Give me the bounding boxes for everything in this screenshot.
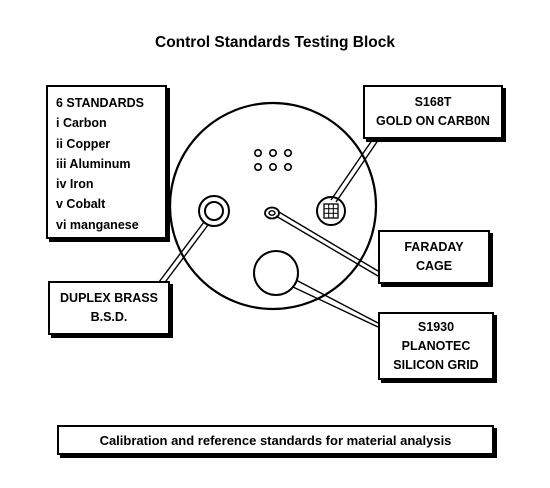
standard-item-iron: iv Iron: [56, 177, 94, 192]
caption-box: Calibration and reference standards for …: [57, 425, 494, 455]
faraday-line2: CAGE: [415, 259, 453, 273]
s168t-description: GOLD ON CARB0N: [376, 114, 490, 128]
faraday-line1: FARADAY: [404, 240, 464, 254]
s168t-grid-sample: [316, 196, 346, 226]
testing-block-disc: [168, 101, 378, 311]
s1930-line3: SILICON GRID: [393, 357, 479, 372]
duplex-brass-holder: [198, 195, 230, 227]
s1930-line2: PLANOTEC: [401, 338, 471, 353]
s168t-label-box: S168T GOLD ON CARB0N: [363, 85, 503, 139]
standard-item-manganese: vi manganese: [56, 217, 139, 232]
six-standards-box: 6 STANDARDS i Carbon ii Copper iii Alumi…: [46, 85, 167, 239]
s168t-code: S168T: [414, 95, 452, 109]
faraday-cage: [264, 206, 280, 220]
standards-heading: 6 STANDARDS: [56, 96, 144, 110]
s1930-label-box: S1930 PLANOTEC SILICON GRID: [378, 312, 494, 380]
s1930-sample: [253, 250, 299, 296]
leader-lines: [152, 132, 382, 328]
caption-text: Calibration and reference standards for …: [99, 432, 452, 448]
standard-item-cobalt: v Cobalt: [56, 197, 106, 212]
s1930-code: S1930: [417, 319, 455, 334]
brass-line2: B.S.D.: [90, 310, 128, 324]
faraday-cage-label-box: FARADAY CAGE: [378, 230, 490, 284]
diagram-title: Control Standards Testing Block: [155, 34, 395, 51]
standards-holes: [254, 149, 292, 172]
duplex-brass-label-box: DUPLEX BRASS B.S.D.: [48, 281, 170, 335]
standard-item-aluminum: iii Aluminum: [56, 156, 131, 171]
standard-item-carbon: i Carbon: [56, 116, 107, 131]
brass-line1: DUPLEX BRASS: [60, 291, 158, 305]
standard-item-copper: ii Copper: [56, 136, 111, 151]
